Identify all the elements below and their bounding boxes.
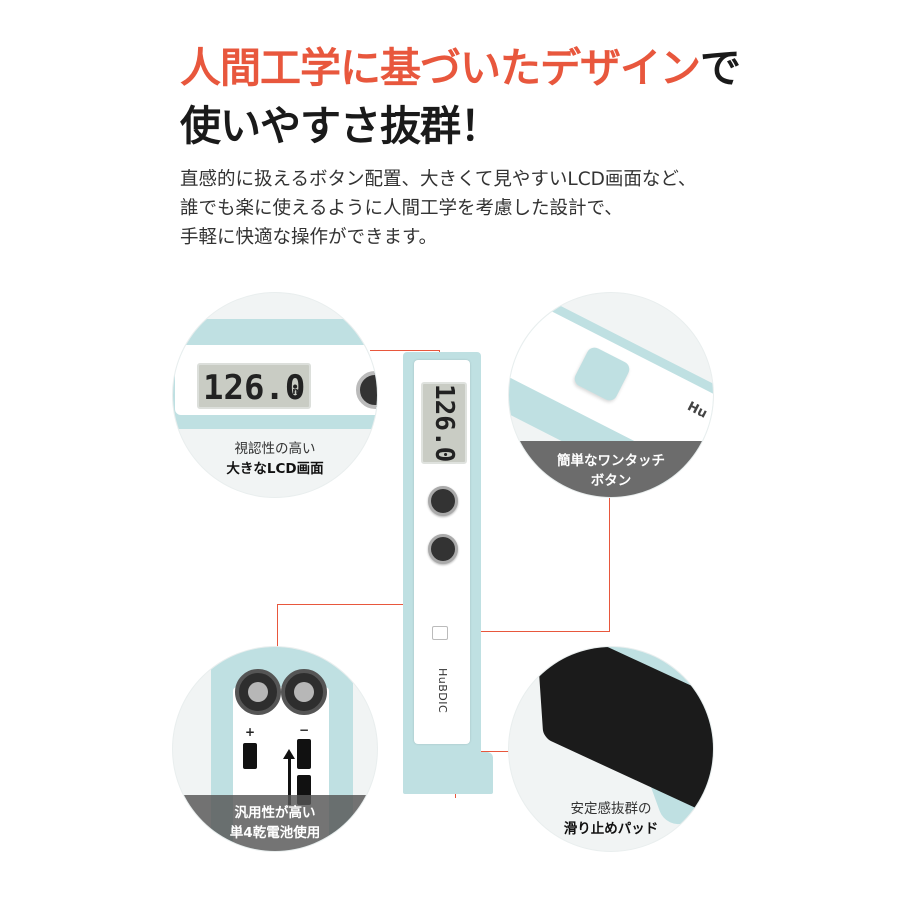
headline-line2: 使いやすさ抜群！ <box>180 102 501 150</box>
headline-rest: で <box>700 44 741 92</box>
feature-pad-circle: 安定感抜群の 滑り止めパッド <box>508 646 714 852</box>
description-line: 直感的に扱えるボタン配置、大きくて見やすいLCD画面など、 <box>180 169 697 190</box>
feature-pad-caption: 安定感抜群の 滑り止めパッド <box>509 799 713 839</box>
leader-line-button <box>444 631 610 632</box>
feature-lcd-circle: 126.0 cm 視認性の高い 大きなLCD画面 <box>172 292 378 498</box>
feature-battery-caption-line2: 単4乾電池使用 <box>229 825 321 841</box>
feature-lcd-caption-line2: 大きなLCD画面 <box>226 461 324 477</box>
feature-button-caption: 簡単なワンタッチ ボタン <box>509 451 713 491</box>
leader-line-pad <box>455 751 511 752</box>
battery-polarity-icon <box>243 743 257 769</box>
leader-line-lcd <box>370 350 440 351</box>
device-brand: HuBDIC <box>433 668 453 728</box>
battery-plus-label: + <box>245 725 256 739</box>
feature-battery-circle: + − 汎用性が高い 単4乾電池使用 <box>172 646 378 852</box>
battery-direction-arrow-icon <box>283 749 295 805</box>
headline-line1: 人間工学に基づいたデザインで <box>180 42 741 94</box>
feature-battery-caption: 汎用性が高い 単4乾電池使用 <box>173 803 377 843</box>
leader-line-battery <box>277 604 411 605</box>
battery-cell-icon <box>235 669 281 715</box>
feature-pad-caption-line1: 安定感抜群の <box>570 801 652 817</box>
description-line: 手軽に快適な操作ができます。 <box>180 227 438 248</box>
headline-accent: 人間工学に基づいたデザイン <box>180 44 701 92</box>
leader-line-battery <box>277 604 278 654</box>
device-lcd-reading: 126.0 <box>429 384 459 463</box>
battery-polarity-icon <box>297 739 311 769</box>
leader-line-button <box>609 496 610 632</box>
feature-lcd-caption: 視認性の高い 大きなLCD画面 <box>173 439 377 479</box>
description: 直感的に扱えるボタン配置、大きくて見やすいLCD画面など、 誰でも楽に使えるよう… <box>180 165 696 252</box>
feature-button-caption-line2: ボタン <box>590 473 632 489</box>
feature-pad-caption-line2: 滑り止めパッド <box>563 821 659 837</box>
device-brand-text: HuBDIC <box>436 668 449 714</box>
feature-button-band <box>509 441 713 497</box>
battery-minus-label: − <box>299 723 310 737</box>
description-line: 誰でも楽に使えるように人間工学を考慮した設計で、 <box>180 198 623 219</box>
feature-battery-caption-line1: 汎用性が高い <box>234 805 316 821</box>
feature-battery-band <box>173 795 377 851</box>
lcd-closeup-unit: cm <box>287 387 302 397</box>
lcd-closeup-screen: 126.0 <box>197 363 311 409</box>
feature-button-circle: Hu 簡単なワンタッチ ボタン <box>508 292 714 498</box>
device-base <box>403 752 493 794</box>
device-lcd: 126.0 <box>421 382 467 464</box>
device-small-button[interactable] <box>432 626 448 640</box>
device-mode-button[interactable] <box>428 534 458 564</box>
feature-lcd-caption-line1: 視認性の高い <box>234 441 316 457</box>
lcd-closeup-button <box>356 371 377 409</box>
feature-button-caption-line1: 簡単なワンタッチ <box>557 453 665 469</box>
device-measure-button[interactable] <box>428 486 458 516</box>
battery-cell-icon <box>281 669 327 715</box>
